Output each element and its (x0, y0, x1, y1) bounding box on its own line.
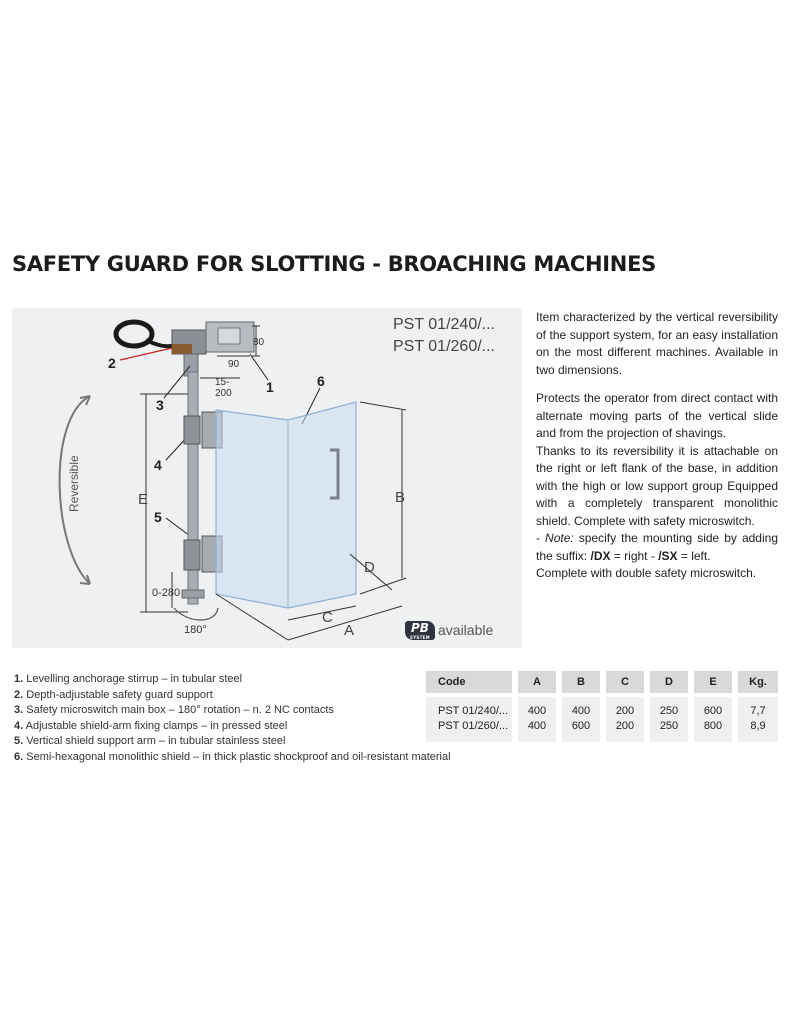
description-paragraph-2: Protects the operator from direct contac… (536, 391, 778, 440)
cell-code: PST 01/240/... (426, 697, 512, 720)
description-paragraph-1: Item characterized by the vertical rever… (536, 310, 778, 377)
cell-b: 400 (562, 697, 600, 720)
product-figure: Reversible 80 90 15- 200 (12, 308, 522, 648)
rotation-arc-icon (173, 607, 219, 621)
suffix-dx: /DX (590, 548, 611, 563)
col-code: Code (426, 671, 512, 693)
reversible-arrow-icon (58, 395, 91, 585)
cell-code: PST 01/260/... (426, 720, 512, 742)
pb-logo-text: PB (411, 621, 429, 635)
note-label: Note: (545, 531, 574, 545)
dim-15-200-bottom: 200 (215, 388, 232, 399)
cell-kg: 7,7 (738, 697, 778, 720)
model-label-240: PST 01/240/... (393, 316, 495, 333)
dim-15-200-top: 15- (215, 377, 229, 388)
dim-80: 80 (253, 337, 265, 348)
pb-available-label: available (438, 622, 494, 638)
col-c: C (606, 671, 644, 693)
table-header-row: Code A B C D E Kg. (426, 671, 778, 693)
dim-range: 0-280 (152, 587, 180, 599)
col-d: D (650, 671, 688, 693)
dim-rotation: 180° (184, 624, 207, 636)
clamp-bottom-icon (183, 539, 201, 571)
cell-kg: 8,9 (738, 720, 778, 742)
legend-item: 1. Levelling anchorage stirrup – in tubu… (14, 673, 243, 685)
cable-coil-icon (113, 319, 155, 349)
legend-item: 5. Vertical shield support arm – in tubu… (14, 735, 286, 748)
col-kg: Kg. (738, 671, 778, 693)
arrow-head-bottom-icon (79, 574, 91, 585)
cell-c: 200 (606, 697, 644, 720)
table-row: PST 01/260/... 400 600 200 250 800 8,9 (426, 720, 778, 742)
description-paragraph-4: Complete with double safety microswitch. (536, 566, 757, 580)
cell-c: 200 (606, 720, 644, 742)
dim-C: C (322, 609, 333, 626)
transparent-shield-icon (215, 401, 357, 609)
legend-item: 4. Adjustable shield-arm fixing clamps –… (14, 719, 288, 732)
clamp-top-icon (183, 415, 201, 445)
callout-3: 3 (156, 397, 164, 413)
dim-A: A (344, 622, 354, 639)
shield-handle-icon (330, 448, 340, 500)
callout-5: 5 (154, 509, 162, 525)
col-a: A (518, 671, 556, 693)
suffix-sx: /SX (658, 548, 678, 563)
dim-B: B (395, 489, 405, 506)
arrow-head-top-icon (79, 395, 91, 406)
dim-D: D (364, 559, 375, 576)
legend-item: 3. Safety microswitch main box – 180° ro… (14, 704, 334, 717)
pb-system-logo: PB SYSTEM (405, 621, 435, 640)
page-title: SAFETY GUARD FOR SLOTTING - BROACHING MA… (12, 252, 656, 276)
cell-b: 600 (562, 720, 600, 742)
description-paragraph-3: Thanks to its reversibility it is attach… (536, 443, 778, 528)
cell-e: 600 (694, 697, 732, 720)
table-row: PST 01/240/... 400 400 200 250 600 7,7 (426, 697, 778, 720)
dim-E: E (138, 491, 148, 508)
callout-2: 2 (108, 355, 116, 371)
callout-6: 6 (317, 373, 325, 389)
cell-e: 800 (694, 720, 732, 742)
guard-drawing: Reversible 80 90 15- 200 (58, 319, 407, 641)
reversible-label: Reversible (67, 455, 81, 512)
callout-4: 4 (154, 457, 162, 473)
model-label-260: PST 01/260/... (393, 338, 495, 355)
parts-legend: 1. Levelling anchorage stirrup – in tubu… (14, 672, 451, 766)
cell-d: 250 (650, 720, 688, 742)
legend-item: 6. Semi-hexagonal monolithic shield – in… (14, 750, 451, 763)
col-e: E (694, 671, 732, 693)
callout-1: 1 (266, 379, 274, 395)
cell-a: 400 (518, 720, 556, 742)
mounting-note: - Note: specify the mounting side by add… (536, 531, 778, 563)
col-b: B (562, 671, 600, 693)
vertical-arm-icon (187, 371, 199, 605)
dim-90: 90 (228, 359, 240, 370)
pb-logo-subtext: SYSTEM (410, 635, 430, 640)
product-description: Item characterized by the vertical rever… (536, 309, 778, 583)
legend-item: 2. Depth-adjustable safety guard support (14, 688, 213, 701)
cell-d: 250 (650, 697, 688, 720)
cell-a: 400 (518, 697, 556, 720)
specs-table: Code A B C D E Kg. PST 01/240/... 400 40… (426, 671, 778, 742)
